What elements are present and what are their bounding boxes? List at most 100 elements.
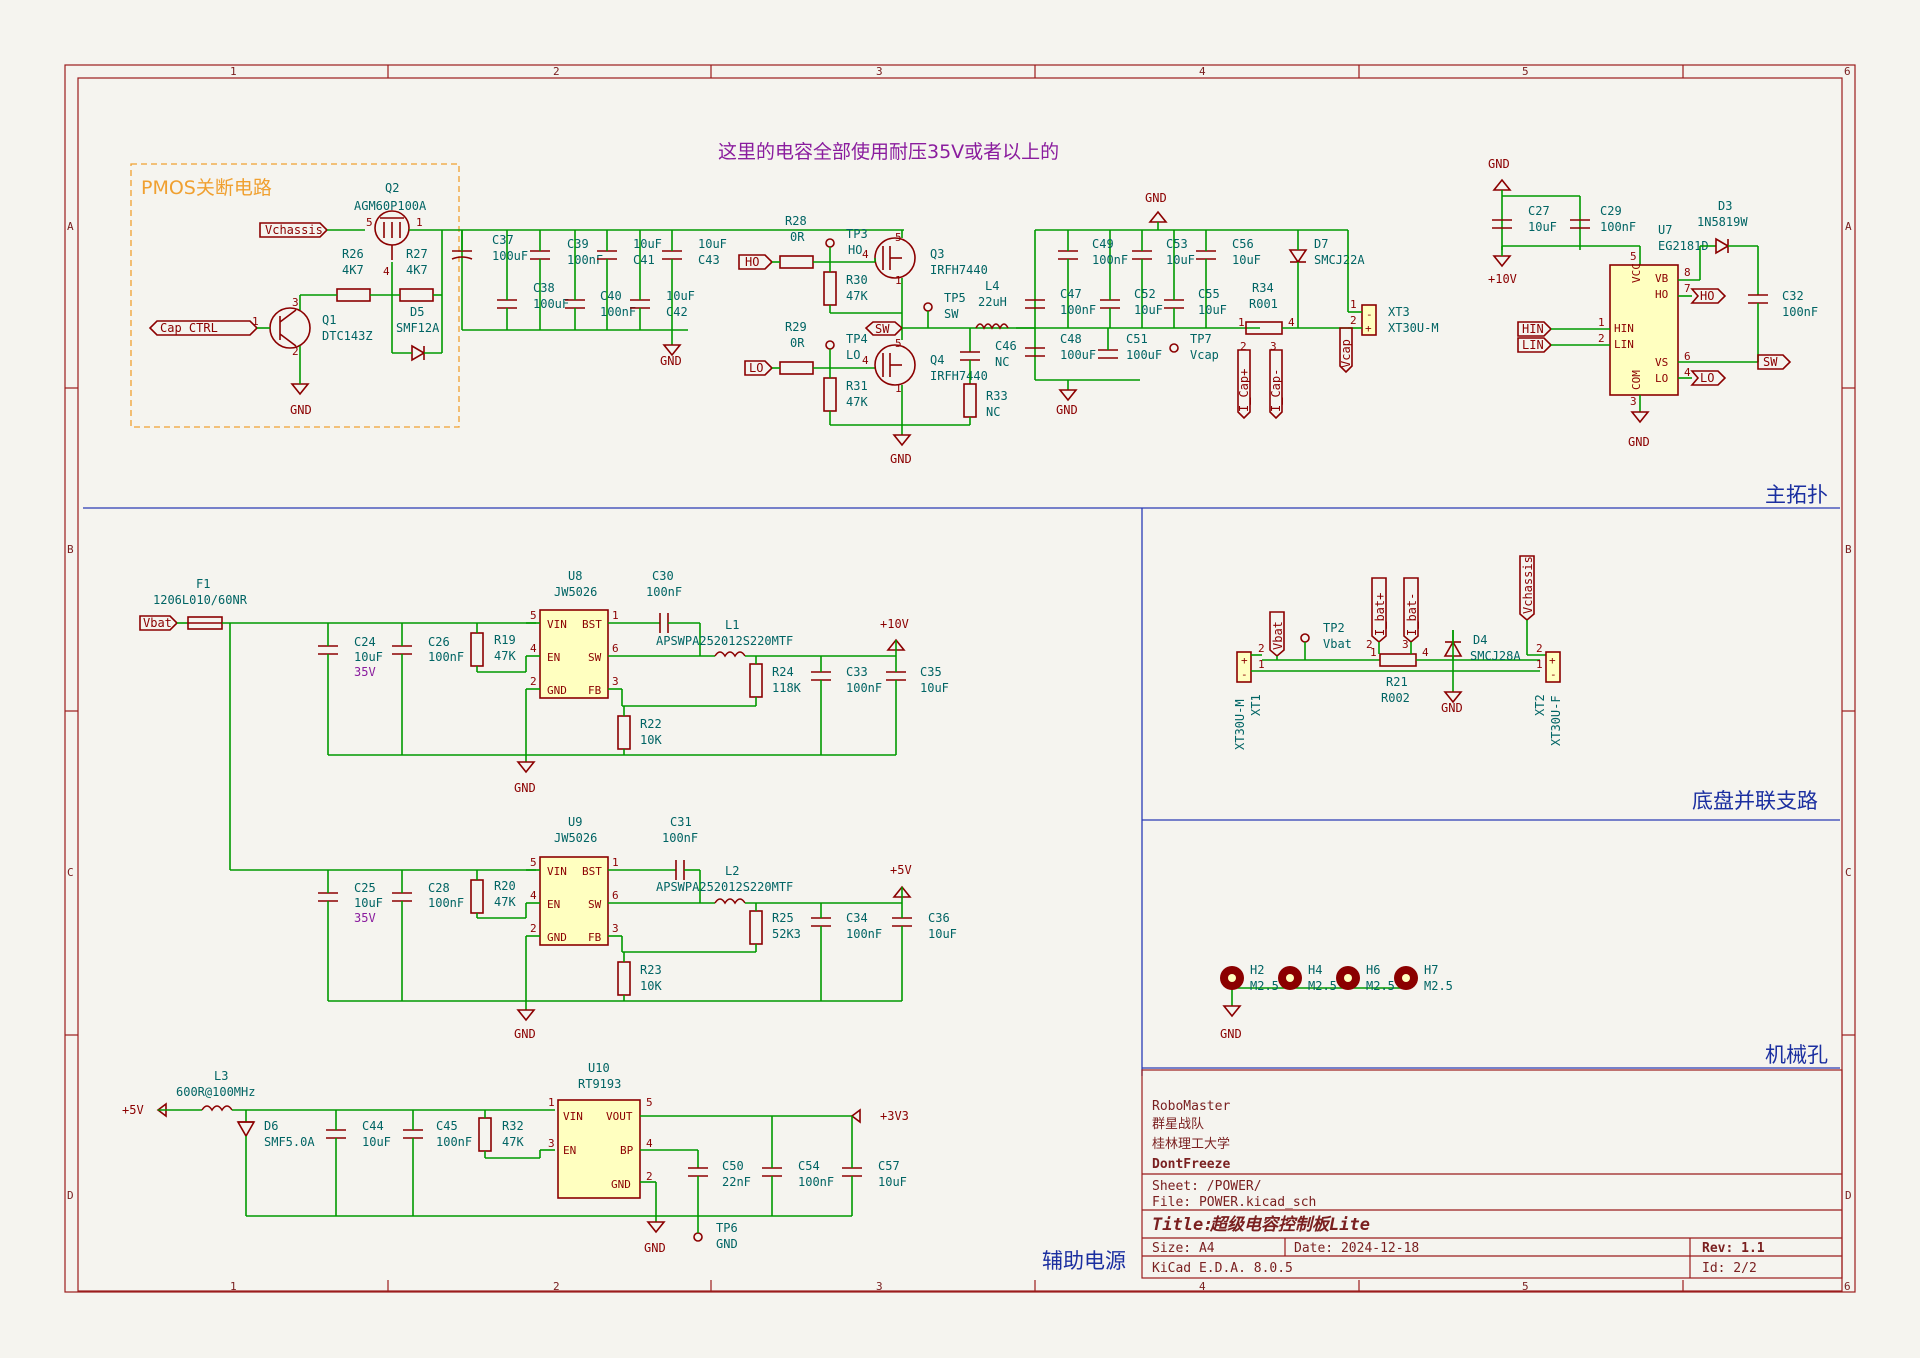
parts-c26-val-label: 100nF <box>428 650 464 664</box>
schematic-path-stroke <box>1517 337 1553 353</box>
labels-lo-label: LO <box>749 361 763 375</box>
schematic-rect-stroke <box>617 961 631 996</box>
pins-conn-plus-label: + <box>1241 654 1248 667</box>
pmos-box-title: PMOS关断电路 <box>141 177 272 199</box>
parts-c32-val-label: 100nF <box>1782 305 1818 319</box>
ldo-3v3: +5V L3 600R@100MHz D6 SMF5.0A C44 10uF C… <box>122 1061 909 1255</box>
parts-c25-ref-label: C25 <box>354 881 376 895</box>
parts-c52-ref-label: C52 <box>1134 287 1156 301</box>
parts-r23-ref-label: R23 <box>640 963 662 977</box>
schematic-path-stroke <box>139 615 179 631</box>
parts-c33-ref-label: C33 <box>846 665 868 679</box>
schematic-path-stroke <box>714 898 746 905</box>
section-aux-power: 辅助电源 <box>1042 1249 1126 1273</box>
u9-ic <box>539 856 609 946</box>
parts-c57-val-label: 10uF <box>878 1175 907 1189</box>
parts-c41-val-label: 10uF <box>633 237 662 251</box>
title-block-title-prefix: Title: <box>1152 1215 1213 1235</box>
border-col_labels-2-label: 3 <box>876 1280 883 1293</box>
schematic-circle-stroke <box>1286 974 1294 982</box>
net-label-icap-minus <box>1269 349 1283 420</box>
parts-c50-ref-label: C50 <box>722 1159 744 1173</box>
buck-converter-5v: C25 10uF 35V C28 100nF R20 47K VIN EN GN… <box>230 815 957 1041</box>
gate-driver: GND C27 10uF C29 100nF +10V VCC VB HO HI… <box>1488 157 1818 449</box>
parts-c54-ref-label: C54 <box>798 1159 820 1173</box>
labels-ho-label: HO <box>1700 289 1714 303</box>
r26-symbol <box>336 288 371 302</box>
power-gnd-label: GND <box>290 403 312 417</box>
power-gnd-label: GND <box>1220 1027 1242 1041</box>
power-gnd-label: GND <box>1628 435 1650 449</box>
schematic-path-stroke <box>1492 178 1512 191</box>
parts-r33-val-label: NC <box>986 405 1000 419</box>
parts-c35-val-label: 10uF <box>920 681 949 695</box>
schematic-rect-stroke <box>617 715 631 750</box>
parts-c38-val-label: 100uF <box>533 297 569 311</box>
pins-rt-vin-label: VIN <box>563 1110 583 1123</box>
schematic-path-stroke <box>516 1009 536 1022</box>
schematic-line-stroke <box>279 333 297 347</box>
parts-h6-ref-label: H6 <box>1366 963 1380 977</box>
q2-pmos-symbol <box>374 210 410 260</box>
pins-jw-gnd-label: GND <box>547 684 567 697</box>
schematic-path-stroke <box>1269 611 1285 658</box>
parts-c39-ref-label: C39 <box>567 237 589 251</box>
parts-l2-val-label: APSWPA252012S220MTF <box>656 880 793 894</box>
parts-r19-ref-label: R19 <box>494 633 516 647</box>
schematic-path-stroke <box>714 651 746 658</box>
parts-tp3-val-label: HO <box>848 243 862 257</box>
pins-q2-n5-label: 5 <box>366 216 373 229</box>
pins-jw-n6-label: 6 <box>612 642 619 655</box>
parts-xt1-val-label: XT30U-M <box>1233 699 1247 750</box>
parts-c53-ref-label: C53 <box>1166 237 1188 251</box>
pins-u7-lin-label: LIN <box>1614 338 1634 351</box>
pins-u7-n2-label: 2 <box>1598 332 1605 345</box>
parts-c28-val-label: 100nF <box>428 896 464 910</box>
parts-r19-val-label: 47K <box>494 649 516 663</box>
d5-tvs-symbol <box>411 344 426 362</box>
border-col_labels-5-label: 6 <box>1844 1280 1851 1293</box>
pins-jw-en-label: EN <box>547 898 560 911</box>
parts-c47-val-label: 100nF <box>1060 303 1096 317</box>
pins-conn-n2-label: 2 <box>1536 642 1543 655</box>
parts-c36-val-label: 10uF <box>928 927 957 941</box>
parts-xt2-ref-label: XT2 <box>1533 694 1547 716</box>
parts-h4-val-label: M2.5 <box>1308 979 1337 993</box>
power-gnd-label: GND <box>890 452 912 466</box>
schematic-rect-stroke <box>963 383 977 418</box>
parts-h7-val-label: M2.5 <box>1424 979 1453 993</box>
parts-c33-val-label: 100nF <box>846 681 882 695</box>
schematic-circle-stroke <box>825 238 835 248</box>
parts-c45-val-label: 100nF <box>436 1135 472 1149</box>
parts-r22-val-label: 10K <box>640 733 662 747</box>
parts-f1-ref-label: F1 <box>196 577 210 591</box>
schematic-line-stroke <box>279 309 297 323</box>
parts-r30-ref-label: R30 <box>846 273 868 287</box>
pins-jw-n2-label: 2 <box>530 922 537 935</box>
parts-q4-val-label: IRFH7440 <box>930 369 988 383</box>
schematic-rect-stroke <box>1545 651 1561 683</box>
parts-tp4-ref-label: TP4 <box>846 332 868 346</box>
parts-c43-ref-label: C43 <box>698 253 720 267</box>
title-block-school: 桂林理工大学 <box>1152 1136 1230 1152</box>
parts-c25-val-label: 10uF <box>354 896 383 910</box>
net-label-vchassis <box>259 222 329 238</box>
parts-r24-ref-label: R24 <box>772 665 794 679</box>
power-gnd-label: GND <box>1488 157 1510 171</box>
schematic-path-stroke <box>1443 691 1463 704</box>
net-label-lo <box>744 360 774 376</box>
schematic-path-stroke <box>1715 237 1730 255</box>
parts-r31-ref-label: R31 <box>846 379 868 393</box>
parts-c34-ref-label: C34 <box>846 911 868 925</box>
parts-d6-val-label: SMF5.0A <box>264 1135 315 1149</box>
parts-h4-ref-label: H4 <box>1308 963 1322 977</box>
pins-rt-n2-label: 2 <box>646 1170 653 1183</box>
schematic-path-stroke <box>1148 210 1168 223</box>
parts-d4-val-label: SMCJ28A <box>1470 649 1521 663</box>
parts-tp2-ref-label: TP2 <box>1323 621 1345 635</box>
parts-c25-extra-label: 35V <box>354 911 376 925</box>
power-gnd-label: GND <box>1145 191 1167 205</box>
parts-r26-ref-label: R26 <box>342 247 364 261</box>
title-block-sheet: Sheet: /POWER/ <box>1152 1179 1262 1194</box>
parts-c51-val-label: 100uF <box>1126 348 1162 362</box>
